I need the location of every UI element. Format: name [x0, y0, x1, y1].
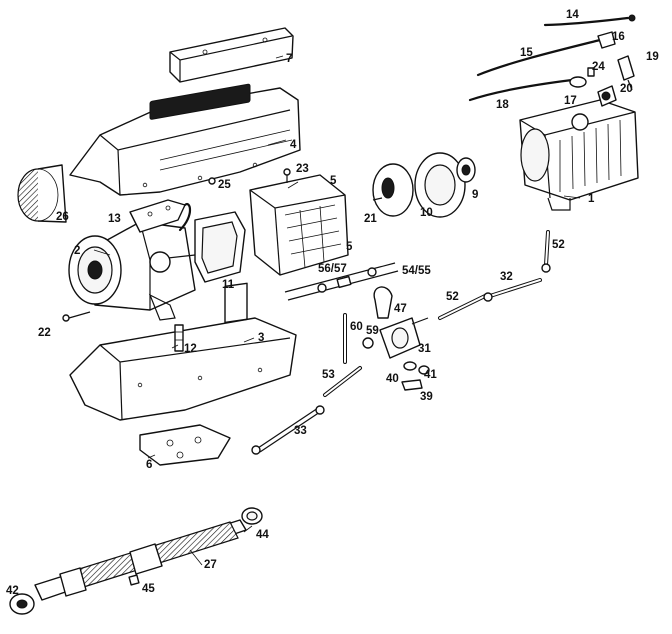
part-15-wire [476, 38, 602, 77]
callout-23: 23 [296, 163, 309, 175]
callout-6: 6 [146, 459, 152, 471]
part-53-fuel-hose [323, 366, 362, 397]
part-22-screw [62, 311, 91, 322]
leader-lines [93, 55, 581, 566]
callout-39: 39 [420, 391, 433, 403]
callout-27: 27 [204, 559, 217, 571]
part-59-fitting [362, 337, 374, 349]
callout-59: 59 [366, 325, 379, 337]
callout-45: 45 [142, 583, 155, 595]
callout-32: 32 [500, 271, 513, 283]
part-10-flange [414, 152, 466, 218]
part-47-clamp [373, 286, 393, 319]
callout-44: 44 [256, 529, 269, 541]
part-56-57-connector [336, 275, 352, 289]
part-25-screw [208, 177, 216, 185]
callout-14: 14 [566, 9, 579, 21]
part-19-sensor [617, 55, 635, 91]
part-17-terminal [569, 76, 587, 88]
callout-9: 9 [472, 189, 478, 201]
callout-22: 22 [38, 327, 51, 339]
part-32-fuel-pipe [483, 278, 542, 302]
part-52-fuel-pipe-lower [438, 294, 487, 320]
part-52-fuel-pipe-upper [541, 230, 551, 273]
part-27-exhaust-silencer [34, 519, 247, 601]
part-41-nut [418, 365, 430, 375]
callout-5b: 5 [346, 241, 353, 253]
part-2-blower-motor [68, 202, 196, 321]
part-39-bracket [401, 379, 423, 391]
part-6-base-gasket [139, 424, 231, 466]
part-21-cover-plate [372, 163, 414, 217]
part-12-bolt [174, 324, 184, 352]
part-13-bracket [129, 199, 186, 233]
callout-26: 26 [56, 211, 69, 223]
callout-3: 3 [258, 332, 264, 344]
callout-15: 15 [520, 47, 533, 59]
callout-42: 42 [6, 585, 19, 597]
part-23-screw [283, 168, 291, 183]
part-33-fuel-line [251, 405, 325, 455]
callout-60: 60 [350, 321, 363, 333]
callout-2: 2 [74, 245, 80, 257]
part-42-end-cap [9, 593, 35, 615]
part-5-heat-exchanger [249, 174, 349, 276]
callout-5a: 5 [330, 175, 337, 187]
callout-40: 40 [386, 373, 399, 385]
part-7-top-cover [169, 27, 294, 83]
callout-53: 53 [322, 369, 335, 381]
callout-17: 17 [564, 95, 577, 107]
callout-10: 10 [420, 207, 433, 219]
callout-31: 31 [418, 343, 431, 355]
callout-25: 25 [218, 179, 231, 191]
part-16-clip [597, 31, 616, 49]
callout-47: 47 [394, 303, 407, 315]
part-44-clamp [241, 507, 263, 525]
callout-12: 12 [184, 343, 197, 355]
callout-16: 16 [612, 31, 625, 43]
part-45-hanger [128, 574, 140, 586]
callout-21: 21 [364, 213, 377, 225]
callout-52b: 52 [446, 291, 459, 303]
callout-20: 20 [620, 83, 633, 95]
part-31-fuel-pump [379, 317, 429, 359]
callout-1: 1 [588, 193, 595, 205]
callout-54-55: 54/55 [402, 265, 431, 277]
callout-24: 24 [592, 61, 605, 73]
part-26-filter-screen [17, 164, 67, 223]
part-3-lower-housing [69, 282, 297, 421]
callout-41: 41 [424, 369, 437, 381]
callout-labels: 1 2 3 4 5 5 6 7 9 10 11 12 13 14 15 16 1… [6, 9, 659, 597]
callout-13: 13 [108, 213, 121, 225]
callout-19: 19 [646, 51, 659, 63]
part-4-housing-shell [69, 83, 301, 196]
callout-56-57: 56/57 [318, 263, 347, 275]
callout-33: 33 [294, 425, 307, 437]
part-9-ring [456, 157, 476, 183]
part-24-screw [587, 67, 595, 77]
callout-4: 4 [290, 139, 297, 151]
part-11-gasket [194, 211, 246, 283]
part-20-glow-plug [597, 85, 617, 107]
part-14-cable [543, 14, 636, 27]
callout-52a: 52 [552, 239, 565, 251]
part-18-wire [468, 78, 574, 102]
callout-18: 18 [496, 99, 509, 111]
part-1-combustion-housing [519, 99, 639, 211]
callout-11: 11 [222, 279, 235, 291]
part-40-washer [403, 361, 417, 371]
callout-7: 7 [286, 53, 292, 65]
